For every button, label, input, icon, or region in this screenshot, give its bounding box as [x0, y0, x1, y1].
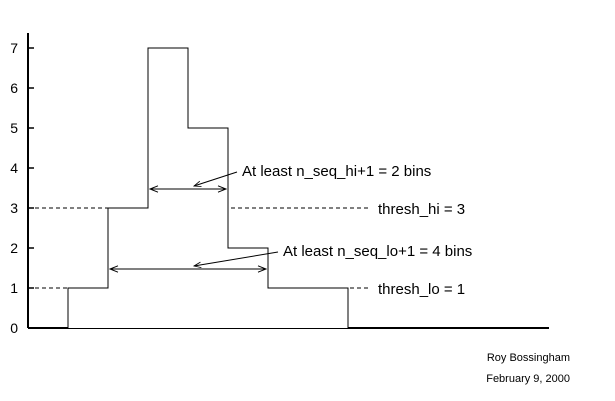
histogram-outline	[67, 47, 349, 328]
y-tick-label: 2	[10, 240, 18, 256]
y-tick-label: 1	[10, 280, 18, 296]
y-tick-label: 5	[10, 120, 18, 136]
threshold-label-thresh_lo: thresh_lo = 1	[378, 281, 465, 298]
histogram-fill	[68, 48, 348, 328]
y-tick-label: 6	[10, 80, 18, 96]
y-tick-label: 7	[10, 40, 18, 56]
y-axis-ticks: 0 1 2 3 4 5 6 7	[10, 40, 34, 336]
pointer-arrow	[194, 251, 279, 266]
date-credit: February 9, 2000	[486, 373, 570, 385]
annotation-label: At least n_seq_hi+1 = 2 bins	[242, 163, 431, 180]
y-tick-label: 3	[10, 200, 18, 216]
histogram-steps	[67, 47, 349, 328]
annotations: At least n_seq_hi+1 = 2 bins At least n_s…	[110, 163, 472, 269]
pointer-arrow	[194, 171, 238, 186]
author-credit: Roy Bossingham	[486, 352, 570, 364]
y-tick-label: 4	[10, 160, 18, 176]
y-tick-label: 0	[10, 320, 18, 336]
annotation-label: At least n_seq_lo+1 = 4 bins	[283, 243, 472, 260]
threshold-label-thresh_hi: thresh_hi = 3	[378, 201, 465, 218]
axes	[27, 33, 549, 329]
